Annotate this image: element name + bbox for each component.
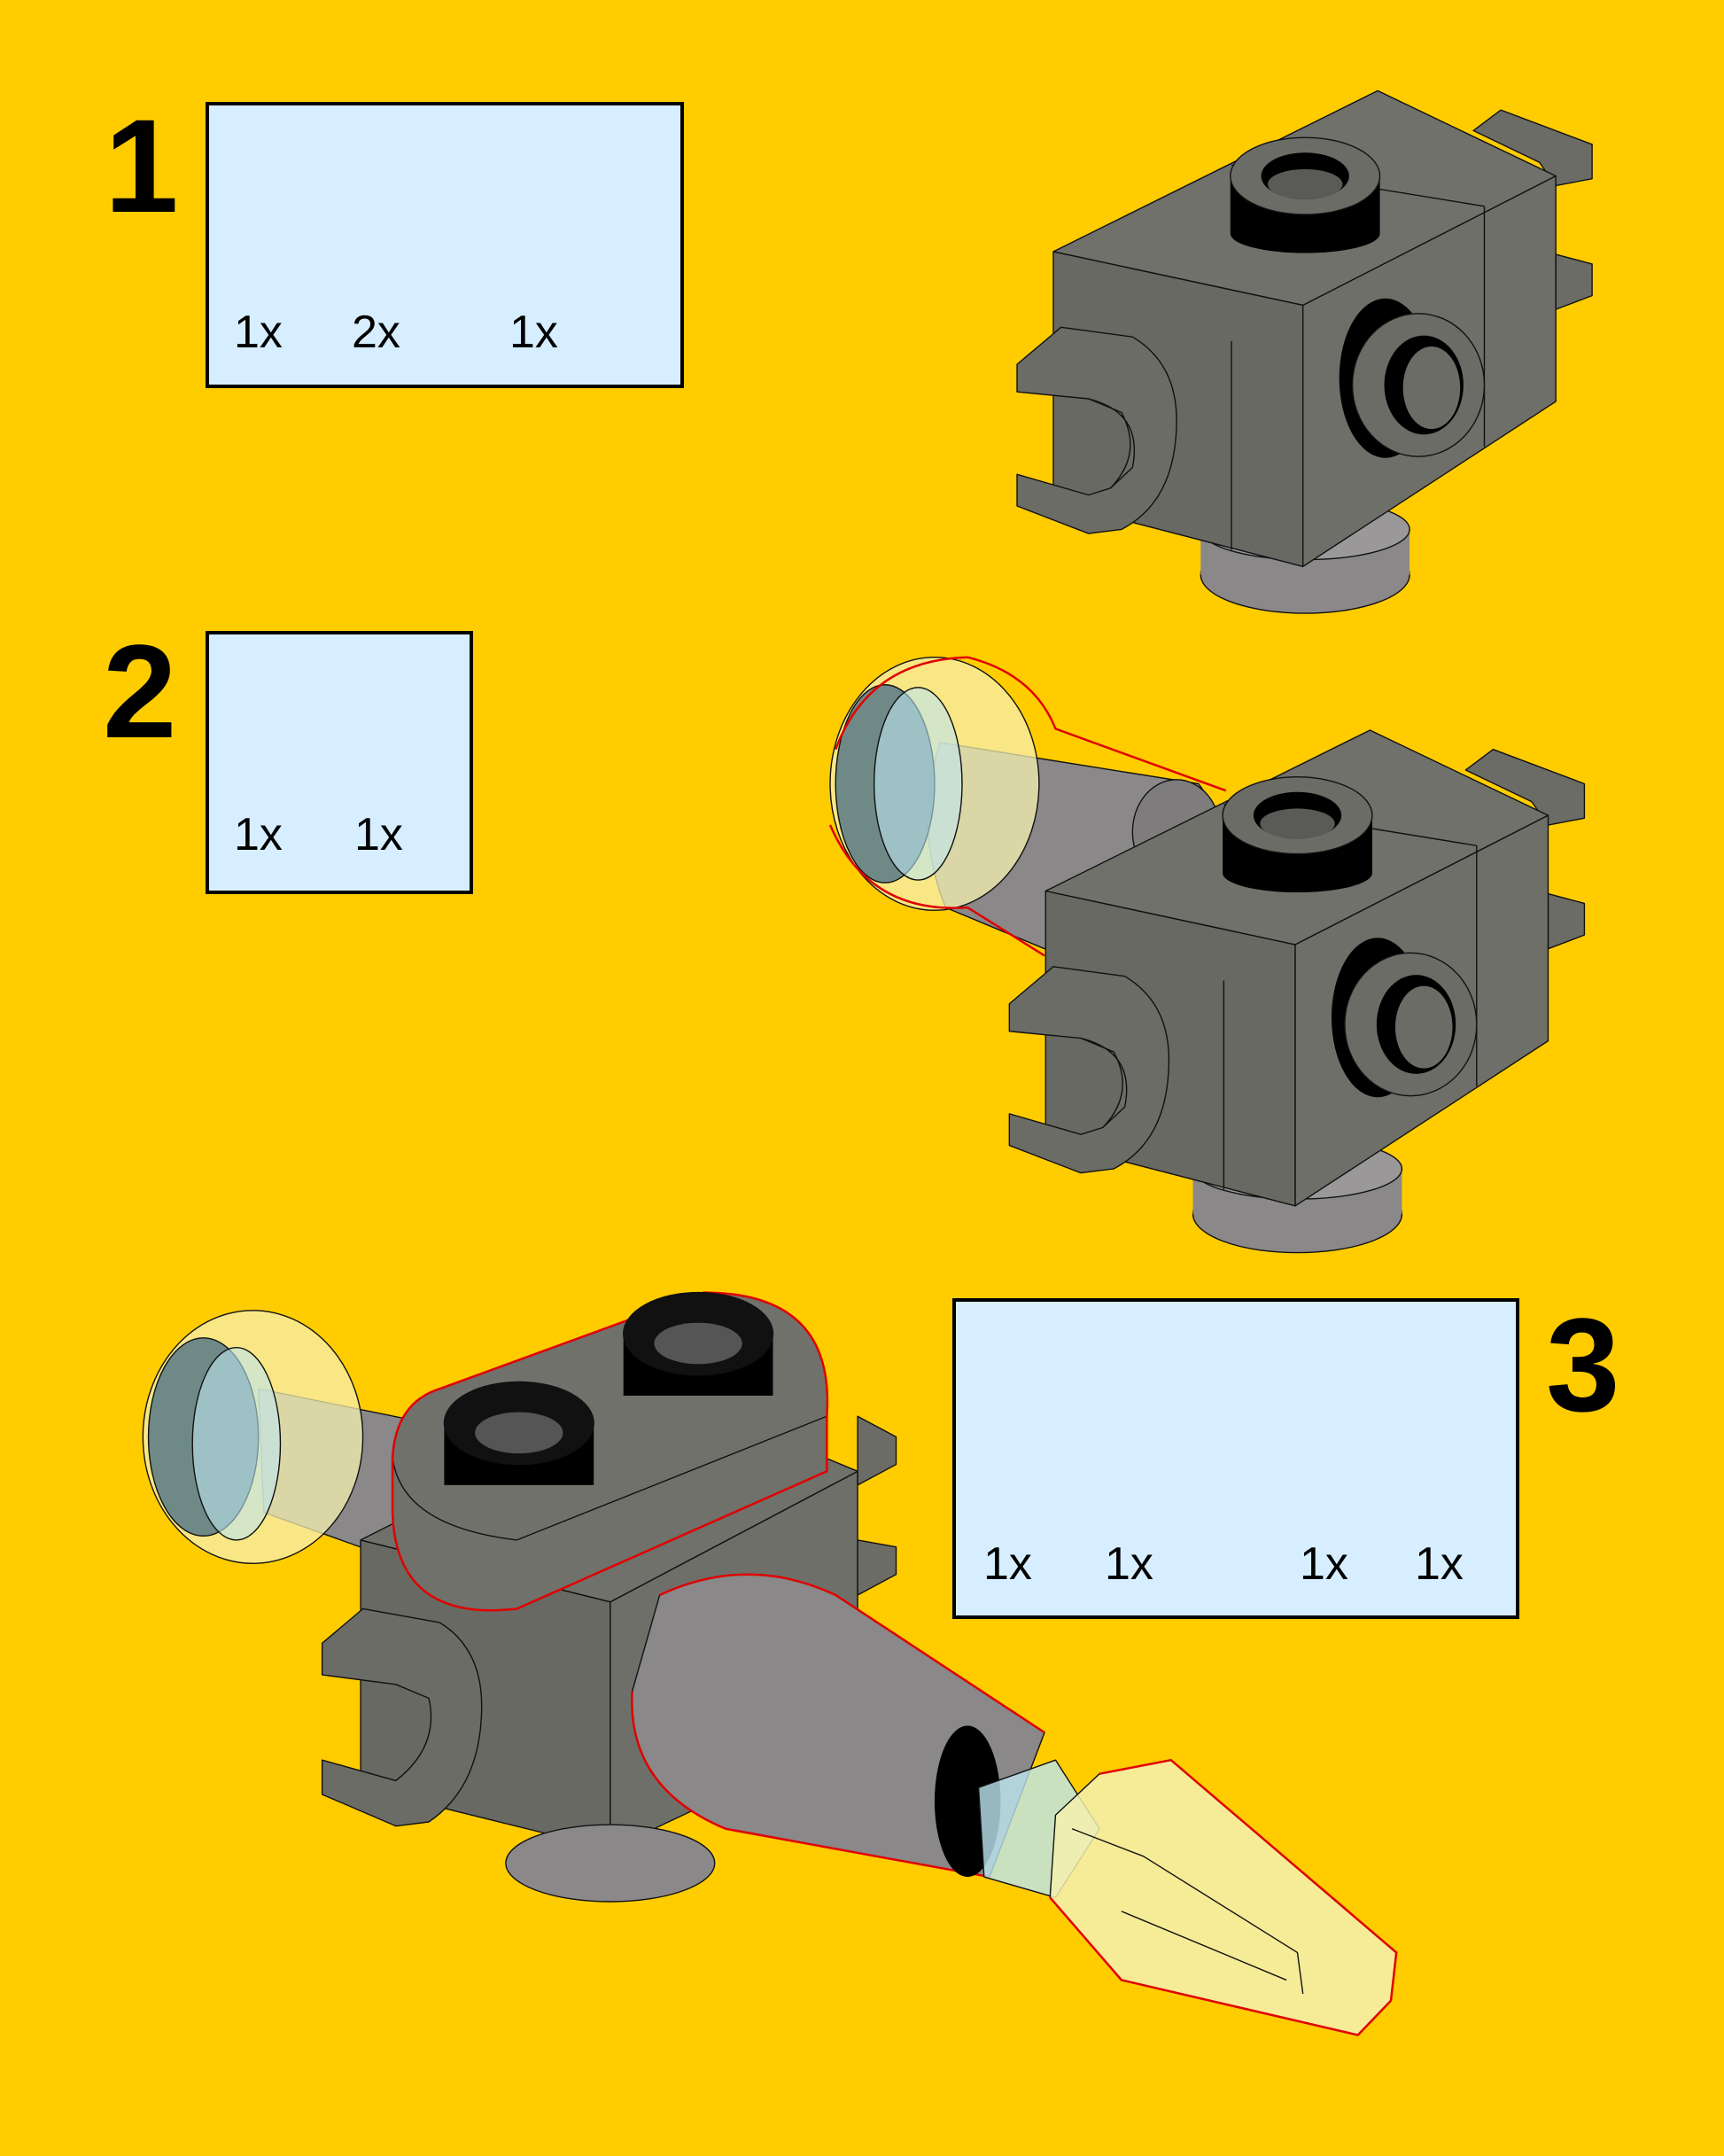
parts-list-box: 1x 2x 1x	[206, 102, 684, 388]
step-number: 1	[105, 91, 179, 240]
step-3-assembly	[143, 1293, 1396, 2035]
step-2-assembly	[830, 658, 1586, 1254]
step-1-assembly	[1015, 90, 1594, 615]
part-quantity: 1x	[509, 307, 558, 358]
part-quantity: 1x	[983, 1538, 1032, 1590]
part-quantity: 1x	[234, 307, 283, 358]
step-number: 3	[1546, 1290, 1620, 1439]
step-number: 2	[103, 617, 177, 766]
part-quantity: 1x	[1300, 1538, 1348, 1590]
parts-list-box: 1x 1x	[206, 631, 473, 894]
part-quantity: 1x	[234, 809, 283, 860]
trans-round-plate-part	[830, 658, 1226, 956]
parts-list-box: 1x 1x 1x 1x	[952, 1298, 1519, 1619]
part-quantity: 1x	[1415, 1538, 1464, 1590]
part-quantity: 1x	[354, 809, 403, 860]
part-quantity: 2x	[352, 307, 400, 358]
part-quantity: 1x	[1105, 1538, 1153, 1590]
